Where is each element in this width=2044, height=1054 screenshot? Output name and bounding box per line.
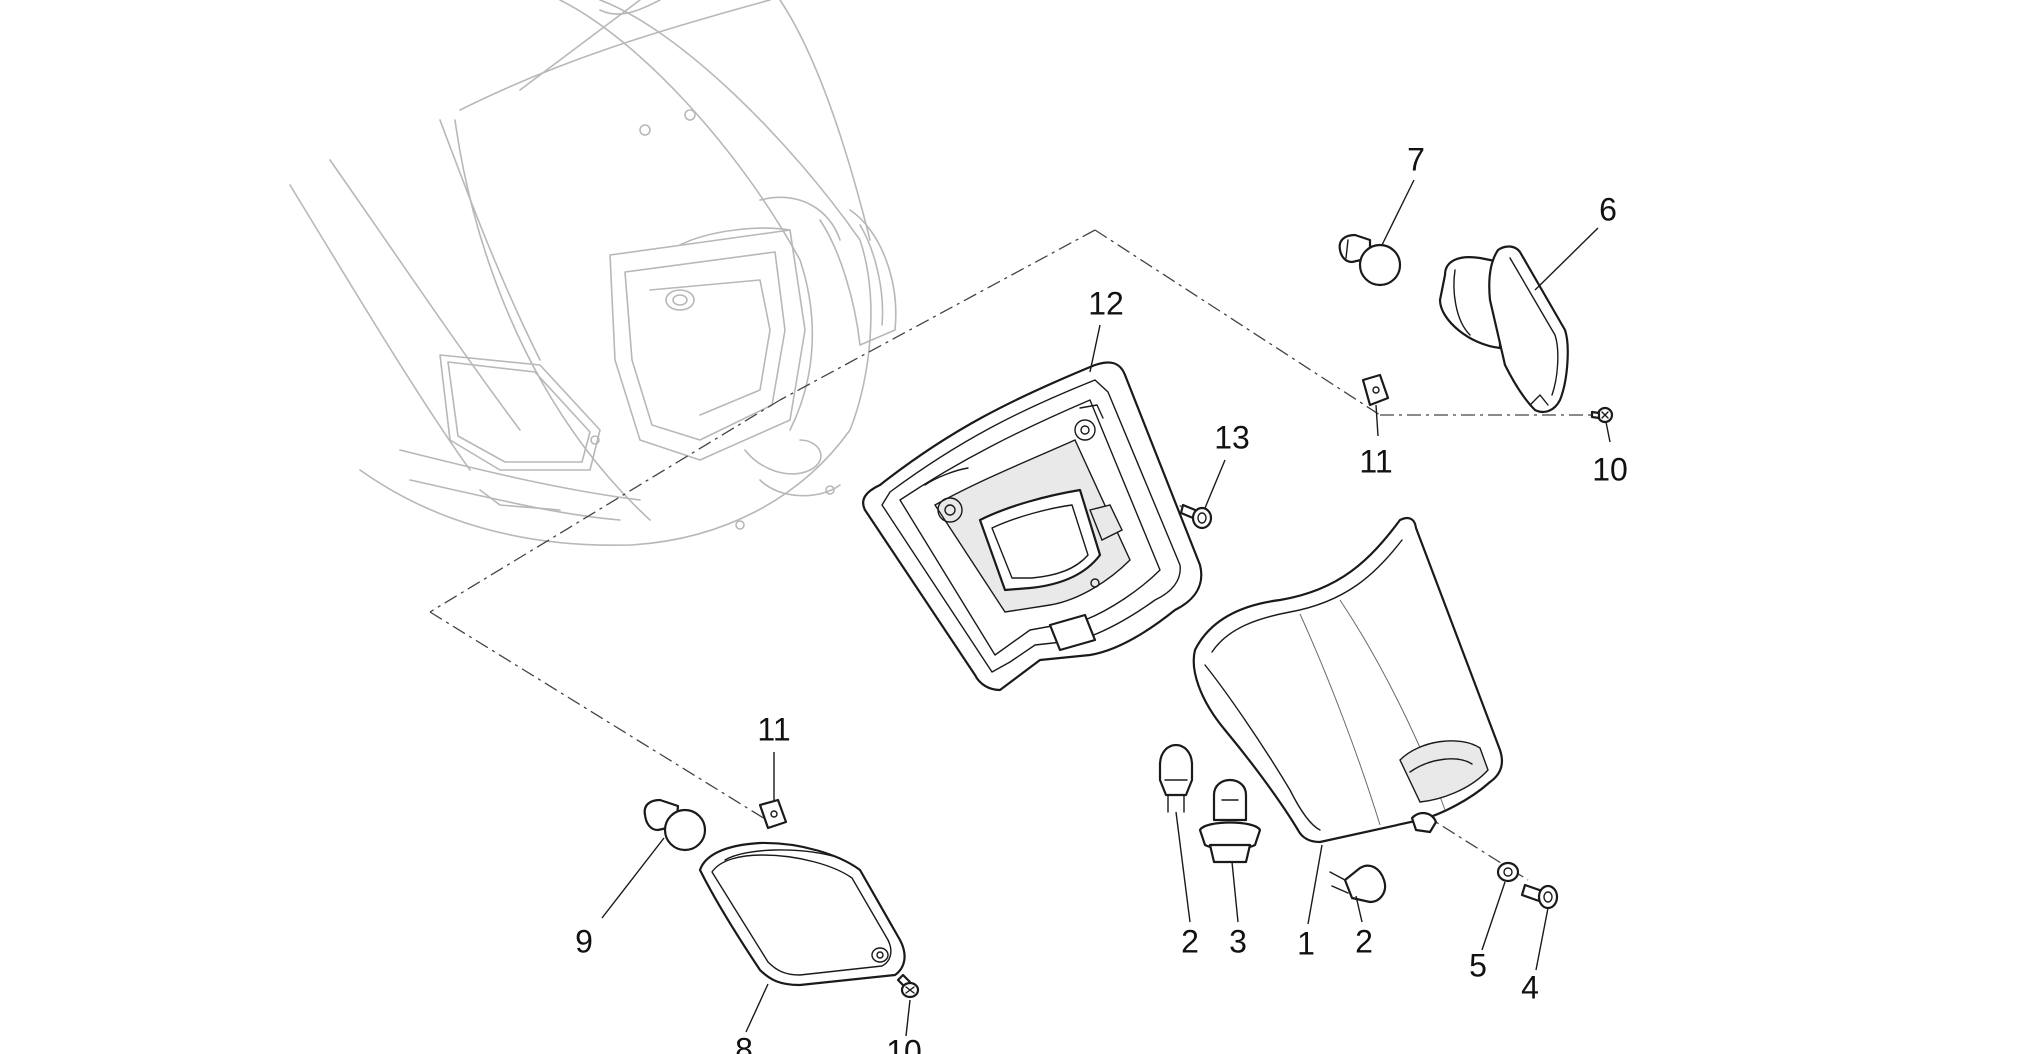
callout-4: 4: [1521, 969, 1539, 1005]
turn-signal-left-part-8: [698, 841, 906, 987]
callout-6: 6: [1599, 191, 1617, 227]
callout-10-top: 10: [1592, 451, 1628, 487]
callout-9: 9: [575, 923, 593, 959]
clip-nut-part-11-top: [1361, 373, 1390, 407]
turn-signal-right-part-6: [1438, 245, 1569, 414]
bulb-part-2-right: [1329, 864, 1387, 904]
screw-part-13: [1179, 503, 1213, 530]
callout-8: 8: [735, 1031, 753, 1054]
screw-part-4: [1520, 883, 1559, 910]
bulb-part-3: [1198, 778, 1262, 864]
bulb-part-2-left: [1158, 743, 1194, 813]
callout-10-bottom: 10: [886, 1033, 922, 1054]
tail-light-lens-part-1: [1192, 516, 1504, 844]
callout-2-right: 2: [1355, 923, 1373, 959]
callout-13: 13: [1214, 419, 1250, 455]
washer-part-5: [1496, 861, 1520, 883]
rear-body-ghost: [289, 0, 897, 547]
bulb-part-7: [1338, 233, 1402, 287]
callout-11-bottom: 11: [757, 711, 790, 747]
callout-7: 7: [1407, 141, 1425, 177]
callout-labels: 1 2 2 3 4 5 6 7 8 9 10 10 11 11 12 13: [575, 141, 1628, 1054]
screw-part-10-bottom: [896, 973, 920, 999]
screw-part-10-top: [1590, 406, 1614, 424]
bulb-part-9: [643, 798, 707, 852]
callout-3: 3: [1229, 923, 1247, 959]
leader-lines: [601, 179, 1611, 1037]
callout-2-left: 2: [1181, 923, 1199, 959]
tail-light-frame-part-12: [862, 361, 1203, 692]
callout-5: 5: [1469, 947, 1487, 983]
callout-1: 1: [1297, 925, 1315, 961]
callout-11-top: 11: [1359, 443, 1392, 479]
clip-nut-part-11-bottom: [758, 798, 788, 830]
callout-12: 12: [1088, 285, 1124, 321]
assembly-chain-lines: [429, 229, 1598, 881]
